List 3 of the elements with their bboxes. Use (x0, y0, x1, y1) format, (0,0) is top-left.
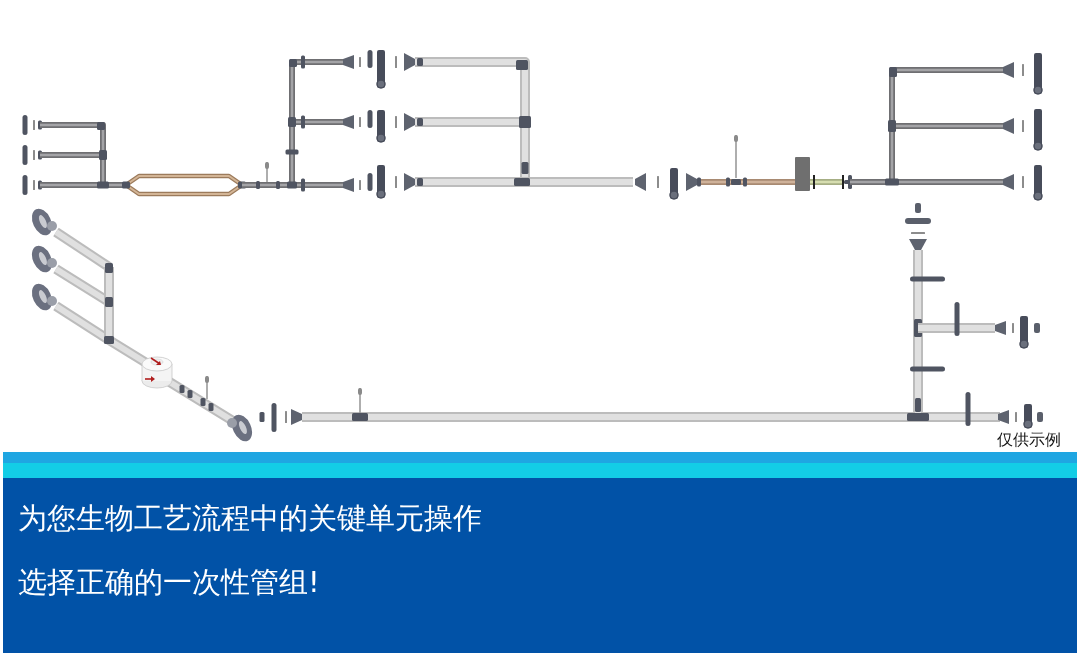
tagline: 为您生物工艺流程中的关键单元操作 (18, 502, 482, 536)
tagline: 选择正确的一次性管组! (18, 566, 320, 600)
note: 仅供示例 (997, 431, 1061, 450)
